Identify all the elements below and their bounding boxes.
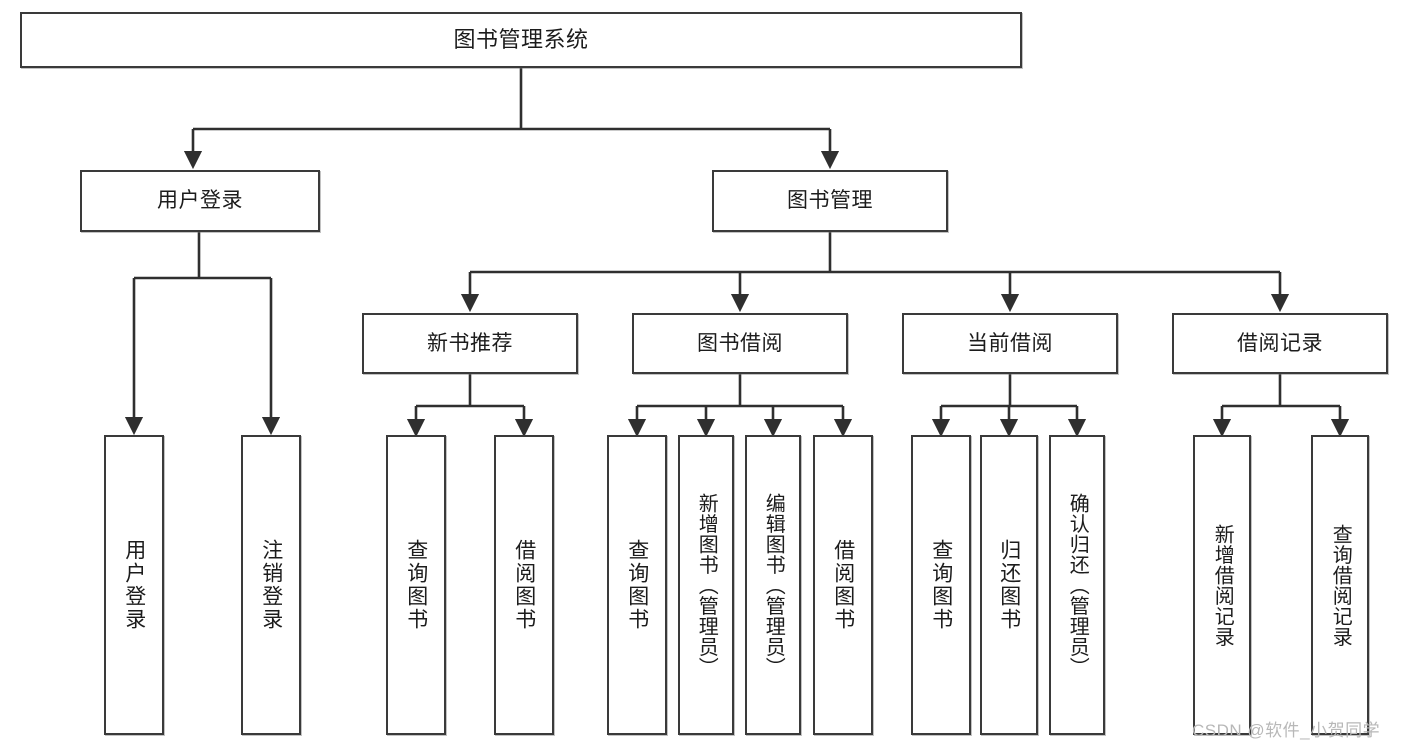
node-current-borrow[interactable]: 当前借阅 — [902, 313, 1118, 374]
node-label: 查询图书 — [929, 539, 953, 631]
node-label: 用户登录 — [157, 189, 243, 213]
leaf-book-borrow-query[interactable]: 查询图书 — [607, 435, 667, 735]
leaf-new-book-borrow[interactable]: 借阅图书 — [494, 435, 554, 735]
leaf-current-borrow-query[interactable]: 查询图书 — [911, 435, 971, 735]
node-label: 新书推荐 — [427, 331, 513, 355]
node-label: 编辑图书（管理员） — [762, 492, 785, 678]
node-label: 图书借阅 — [697, 331, 783, 355]
node-label: 注销登录 — [259, 539, 283, 631]
leaf-current-borrow-return[interactable]: 归还图书 — [980, 435, 1038, 735]
leaf-borrow-record-query[interactable]: 查询借阅记录 — [1311, 435, 1369, 735]
node-label: 确认归还（管理员） — [1066, 492, 1089, 678]
leaf-book-borrow-add[interactable]: 新增图书（管理员） — [678, 435, 734, 735]
csdn-watermark: CSDN @软件_小贺同学 — [1192, 721, 1381, 740]
node-label: 借阅图书 — [831, 539, 855, 631]
node-label: 查询图书 — [625, 539, 649, 631]
node-label: 用户登录 — [122, 539, 146, 631]
node-label: 查询图书 — [404, 539, 428, 631]
node-book-management[interactable]: 图书管理 — [712, 170, 948, 232]
node-label: 图书管理系统 — [453, 26, 589, 52]
node-label: 新增借阅记录 — [1211, 523, 1234, 647]
node-label: 借阅记录 — [1237, 331, 1323, 355]
leaf-user-login-login[interactable]: 用户登录 — [104, 435, 164, 735]
node-label: 图书管理 — [787, 189, 873, 213]
leaf-borrow-record-add[interactable]: 新增借阅记录 — [1193, 435, 1251, 735]
leaf-user-login-logout[interactable]: 注销登录 — [241, 435, 301, 735]
node-label: 查询借阅记录 — [1329, 523, 1352, 647]
leaf-current-borrow-confirm-return[interactable]: 确认归还（管理员） — [1049, 435, 1105, 735]
node-root-system[interactable]: 图书管理系统 — [20, 12, 1022, 68]
node-borrow-record[interactable]: 借阅记录 — [1172, 313, 1388, 374]
node-new-book-recommend[interactable]: 新书推荐 — [362, 313, 578, 374]
node-book-borrow[interactable]: 图书借阅 — [632, 313, 848, 374]
leaf-new-book-query[interactable]: 查询图书 — [386, 435, 446, 735]
node-label: 新增图书（管理员） — [695, 492, 718, 678]
leaf-book-borrow-edit[interactable]: 编辑图书（管理员） — [745, 435, 801, 735]
leaf-book-borrow-borrow[interactable]: 借阅图书 — [813, 435, 873, 735]
node-label: 当前借阅 — [967, 331, 1053, 355]
node-label: 归还图书 — [997, 539, 1021, 631]
node-label: 借阅图书 — [512, 539, 536, 631]
node-user-login[interactable]: 用户登录 — [80, 170, 320, 232]
